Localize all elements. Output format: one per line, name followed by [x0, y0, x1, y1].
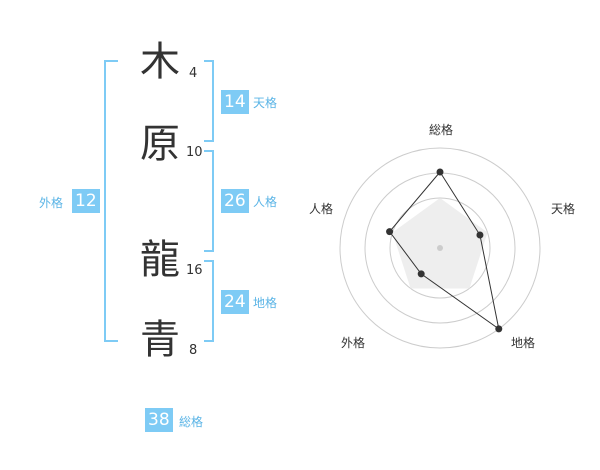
jinkaku-value: 26	[221, 189, 249, 213]
tenkaku-bracket	[204, 60, 214, 142]
gaikaku-value: 12	[72, 189, 100, 213]
name-char-3: 龍	[140, 237, 180, 283]
chikaku-value: 24	[221, 290, 249, 314]
radar-point-4	[386, 228, 394, 236]
radar-label-soukaku: 総格	[429, 123, 454, 137]
name-char-4: 青	[140, 317, 180, 363]
gaikaku-label: 外格	[39, 196, 64, 210]
radar-label-chikaku: 地格	[511, 336, 536, 350]
chikaku-bracket	[204, 260, 214, 342]
radar-point-0	[436, 168, 444, 176]
name-char-2: 原	[140, 121, 180, 167]
jinkaku-label: 人格	[253, 195, 278, 209]
gaikaku-bracket	[104, 60, 118, 342]
radar-point-2	[495, 325, 503, 333]
radar-ring-4	[339, 147, 541, 349]
stroke-count-1: 4	[189, 66, 198, 81]
radar-point-1	[476, 231, 484, 239]
radar-label-jinkaku: 人格	[309, 202, 334, 216]
stroke-count-3: 16	[186, 263, 203, 278]
tenkaku-label: 天格	[253, 96, 278, 110]
radar-point-3	[417, 270, 425, 278]
radar-label-gaikaku: 外格	[341, 336, 366, 350]
stroke-count-4: 8	[189, 343, 198, 358]
chikaku-label: 地格	[253, 296, 278, 310]
radar-series-polygon	[388, 171, 500, 331]
radar-label-tenkaku: 天格	[551, 202, 576, 216]
soukaku-label: 総格	[179, 415, 204, 429]
jinkaku-bracket	[204, 150, 214, 252]
tenkaku-value: 14	[221, 90, 249, 114]
radar-points	[386, 168, 503, 333]
name-char-1: 木	[140, 39, 180, 85]
soukaku-value: 38	[145, 408, 173, 432]
radar-center-shape	[392, 198, 488, 289]
stroke-count-2: 10	[186, 145, 203, 160]
radar-center-dot	[437, 245, 443, 251]
